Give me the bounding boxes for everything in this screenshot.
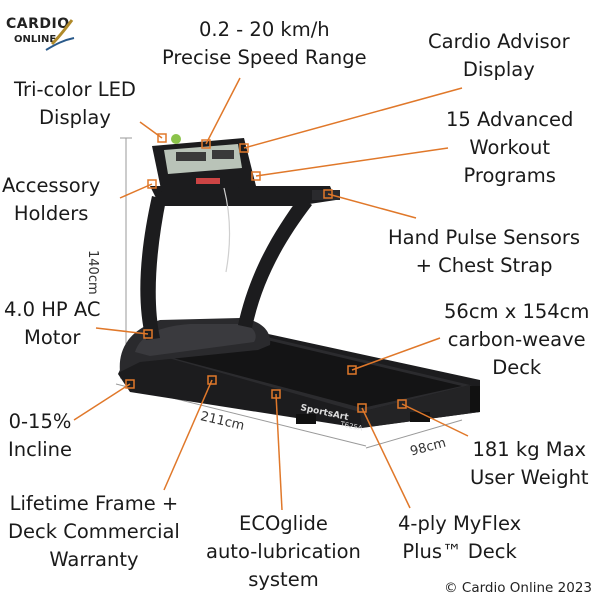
copyright-notice: © Cardio Online 2023 — [444, 580, 592, 596]
rear-foot — [410, 412, 430, 422]
rear-foot — [296, 414, 316, 424]
console — [152, 134, 256, 273]
leader-markers — [125, 133, 407, 413]
logo-swoosh-icon — [45, 19, 75, 51]
callout-incline: 0-15%Incline — [8, 410, 73, 461]
cardio-online-logo: CARDIO ONLINE — [6, 14, 76, 58]
uprights — [140, 196, 312, 340]
height-dimension: 140cm — [85, 250, 100, 295]
callout-hand-pulse: Hand Pulse Sensors+ Chest Strap — [388, 226, 581, 277]
